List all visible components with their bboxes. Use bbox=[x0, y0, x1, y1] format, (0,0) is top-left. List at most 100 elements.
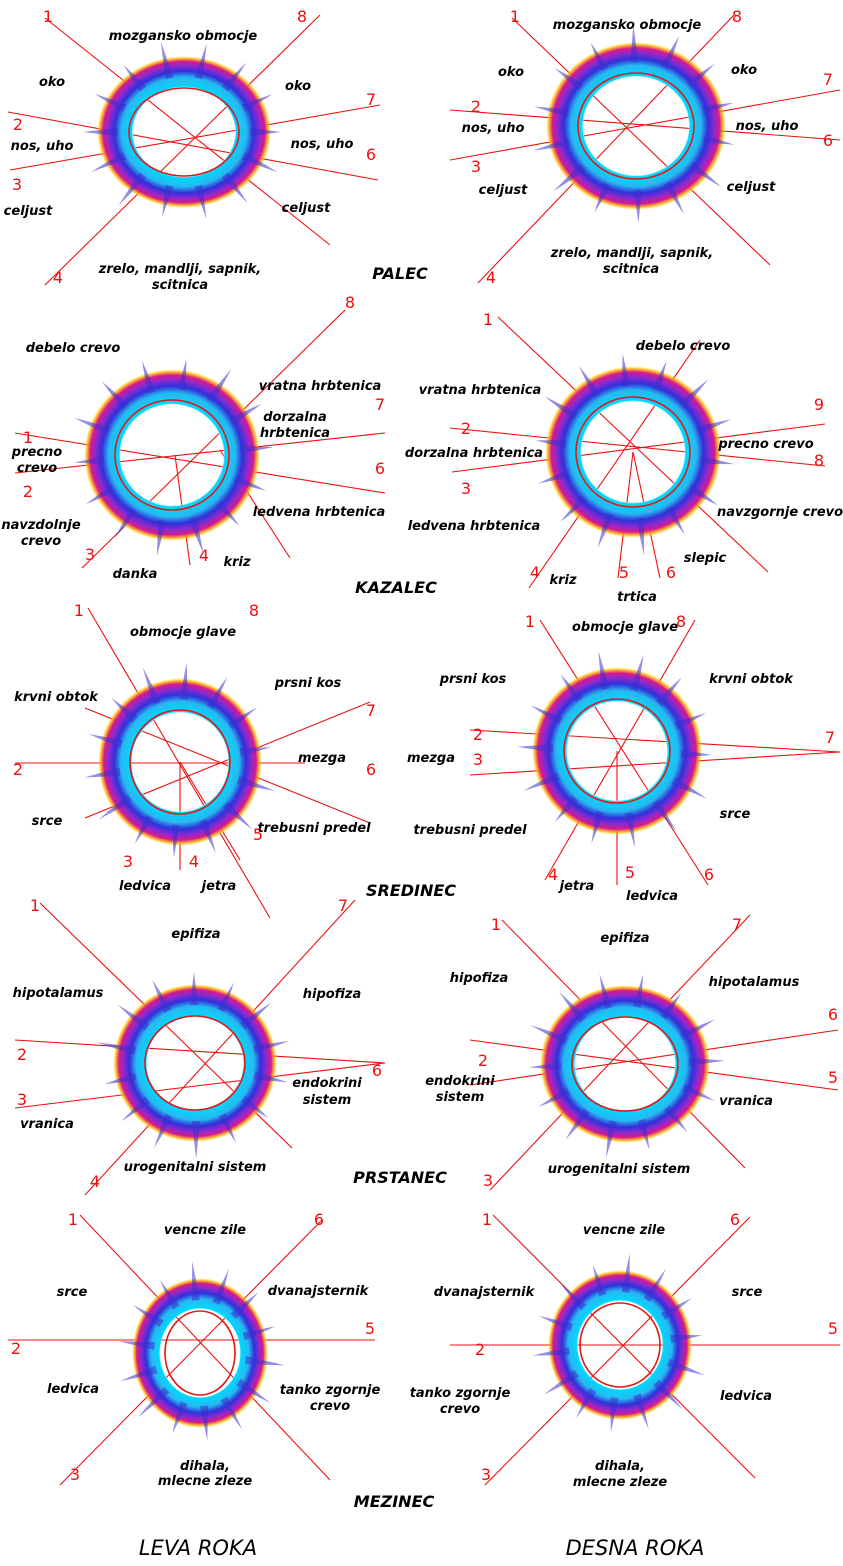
aura-spike bbox=[630, 654, 644, 692]
ray-number: 3 bbox=[471, 157, 481, 176]
organ-label: obmocje glave bbox=[572, 620, 678, 635]
aura-spike bbox=[206, 368, 232, 403]
organ-label: hipofiza bbox=[303, 987, 362, 1002]
organ-label: urogenitalni sistem bbox=[548, 1162, 691, 1177]
organ-label: celjust bbox=[282, 201, 331, 216]
aura-spike bbox=[565, 1108, 591, 1140]
organ-label: nos, uho bbox=[11, 139, 74, 154]
ray-number: 1 bbox=[30, 896, 40, 915]
organ-label: ledvica bbox=[626, 889, 678, 904]
aura-spike bbox=[659, 992, 682, 1020]
aura-spike bbox=[118, 172, 146, 206]
organ-label: danka bbox=[113, 567, 158, 582]
organ-label: tanko zgornje bbox=[280, 1383, 381, 1398]
finger-title: KAZALEC bbox=[355, 578, 437, 597]
organ-label: hipotalamus bbox=[13, 986, 104, 1001]
ray-number: 8 bbox=[814, 451, 824, 470]
ray-number: 1 bbox=[68, 1210, 78, 1229]
aura-spike bbox=[578, 366, 601, 398]
ray-number: 7 bbox=[366, 701, 376, 720]
aura-spike bbox=[637, 1119, 650, 1150]
organ-label: crevo bbox=[440, 1402, 480, 1417]
aura-glow bbox=[545, 366, 721, 538]
ray-number: 7 bbox=[366, 90, 376, 109]
ray-number: 3 bbox=[461, 479, 471, 498]
organ-label: navzgornje crevo bbox=[717, 505, 843, 520]
aura-spike bbox=[220, 1396, 243, 1430]
aura-spike bbox=[554, 795, 579, 822]
aura-spike bbox=[117, 1004, 150, 1031]
finger-tip-ring bbox=[571, 1016, 679, 1112]
ray-number: 3 bbox=[483, 1171, 493, 1190]
organ-label: sistem bbox=[303, 1093, 352, 1108]
aura-spike bbox=[236, 1378, 271, 1404]
ray-number: 5 bbox=[625, 863, 635, 882]
aura-spike bbox=[682, 1083, 715, 1101]
aura-rings bbox=[74, 25, 735, 1441]
aura-spike bbox=[218, 1113, 236, 1143]
ray-number: 4 bbox=[548, 865, 558, 884]
aura-glow bbox=[540, 985, 710, 1143]
finger-title: PRSTANEC bbox=[353, 1168, 447, 1187]
aura-spike bbox=[643, 1268, 667, 1303]
aura-spike bbox=[199, 818, 216, 853]
aura-spike bbox=[171, 824, 180, 858]
organ-label: dorzalna hrbtenica bbox=[405, 446, 543, 461]
aura-spike bbox=[94, 93, 127, 112]
aura-spike bbox=[678, 379, 709, 409]
aura-spike bbox=[104, 1072, 137, 1085]
organ-label: oko bbox=[731, 63, 757, 78]
aura-spike bbox=[237, 776, 275, 791]
aura-spike bbox=[228, 403, 262, 426]
organ-label: vratna hrbtenica bbox=[259, 379, 382, 394]
organ-label: ledvica bbox=[47, 1382, 99, 1397]
ray-number: 1 bbox=[483, 310, 493, 329]
finger-tip-ring bbox=[575, 396, 691, 508]
aura-spike bbox=[538, 1087, 571, 1107]
organ-label: urogenitalni sistem bbox=[124, 1160, 267, 1175]
ray-number: 3 bbox=[70, 1465, 80, 1484]
organ-label: zrelo, mandlji, sapnik, bbox=[98, 262, 261, 277]
finger-title: SREDINEC bbox=[366, 881, 456, 900]
ray-number: 3 bbox=[473, 750, 483, 769]
ray-number: 6 bbox=[372, 1061, 382, 1080]
aura-spike bbox=[188, 516, 204, 555]
aura-spike bbox=[532, 1347, 570, 1356]
aura-spike bbox=[671, 777, 707, 799]
organ-label: krvni obtok bbox=[14, 690, 99, 705]
ray-number: 6 bbox=[314, 1210, 324, 1229]
aura-spike bbox=[83, 128, 118, 136]
aura-spike bbox=[530, 705, 563, 725]
organ-label: navzdolnje bbox=[1, 518, 80, 533]
organ-label: obmocje glave bbox=[130, 625, 236, 640]
organ-label: mlecne zleze bbox=[573, 1475, 668, 1490]
ray-number: 8 bbox=[249, 601, 259, 620]
aura-spike bbox=[554, 67, 584, 91]
aura-spike bbox=[250, 128, 281, 136]
aura-spike bbox=[660, 1297, 692, 1321]
aura-spike bbox=[74, 417, 111, 435]
aura-spike bbox=[241, 152, 278, 173]
aura-spike bbox=[700, 456, 735, 465]
ray-number: 6 bbox=[828, 1005, 838, 1024]
aura-spike bbox=[159, 1280, 180, 1310]
finger-tip-ring bbox=[144, 1015, 246, 1111]
aura-spike bbox=[156, 519, 167, 556]
aura-glow bbox=[548, 1270, 692, 1420]
aura-spike bbox=[696, 419, 732, 435]
aura-spike bbox=[240, 1095, 269, 1119]
aura-spike bbox=[172, 1401, 188, 1434]
organ-label: crevo bbox=[17, 461, 57, 476]
finger-tip-ring bbox=[579, 1302, 661, 1388]
aura-spike bbox=[152, 979, 172, 1013]
ray-number: 1 bbox=[491, 915, 501, 934]
organ-label: kriz bbox=[223, 555, 251, 570]
organ-label: slepic bbox=[684, 551, 727, 566]
aura-spike bbox=[241, 94, 273, 112]
right-hand-title: DESNA ROKA bbox=[566, 1536, 705, 1560]
ray-number: 4 bbox=[53, 268, 63, 287]
aura-spike bbox=[592, 1264, 607, 1297]
organ-label: oko bbox=[39, 75, 65, 90]
aura-spike bbox=[242, 1326, 276, 1341]
aura-spike bbox=[621, 1253, 630, 1293]
